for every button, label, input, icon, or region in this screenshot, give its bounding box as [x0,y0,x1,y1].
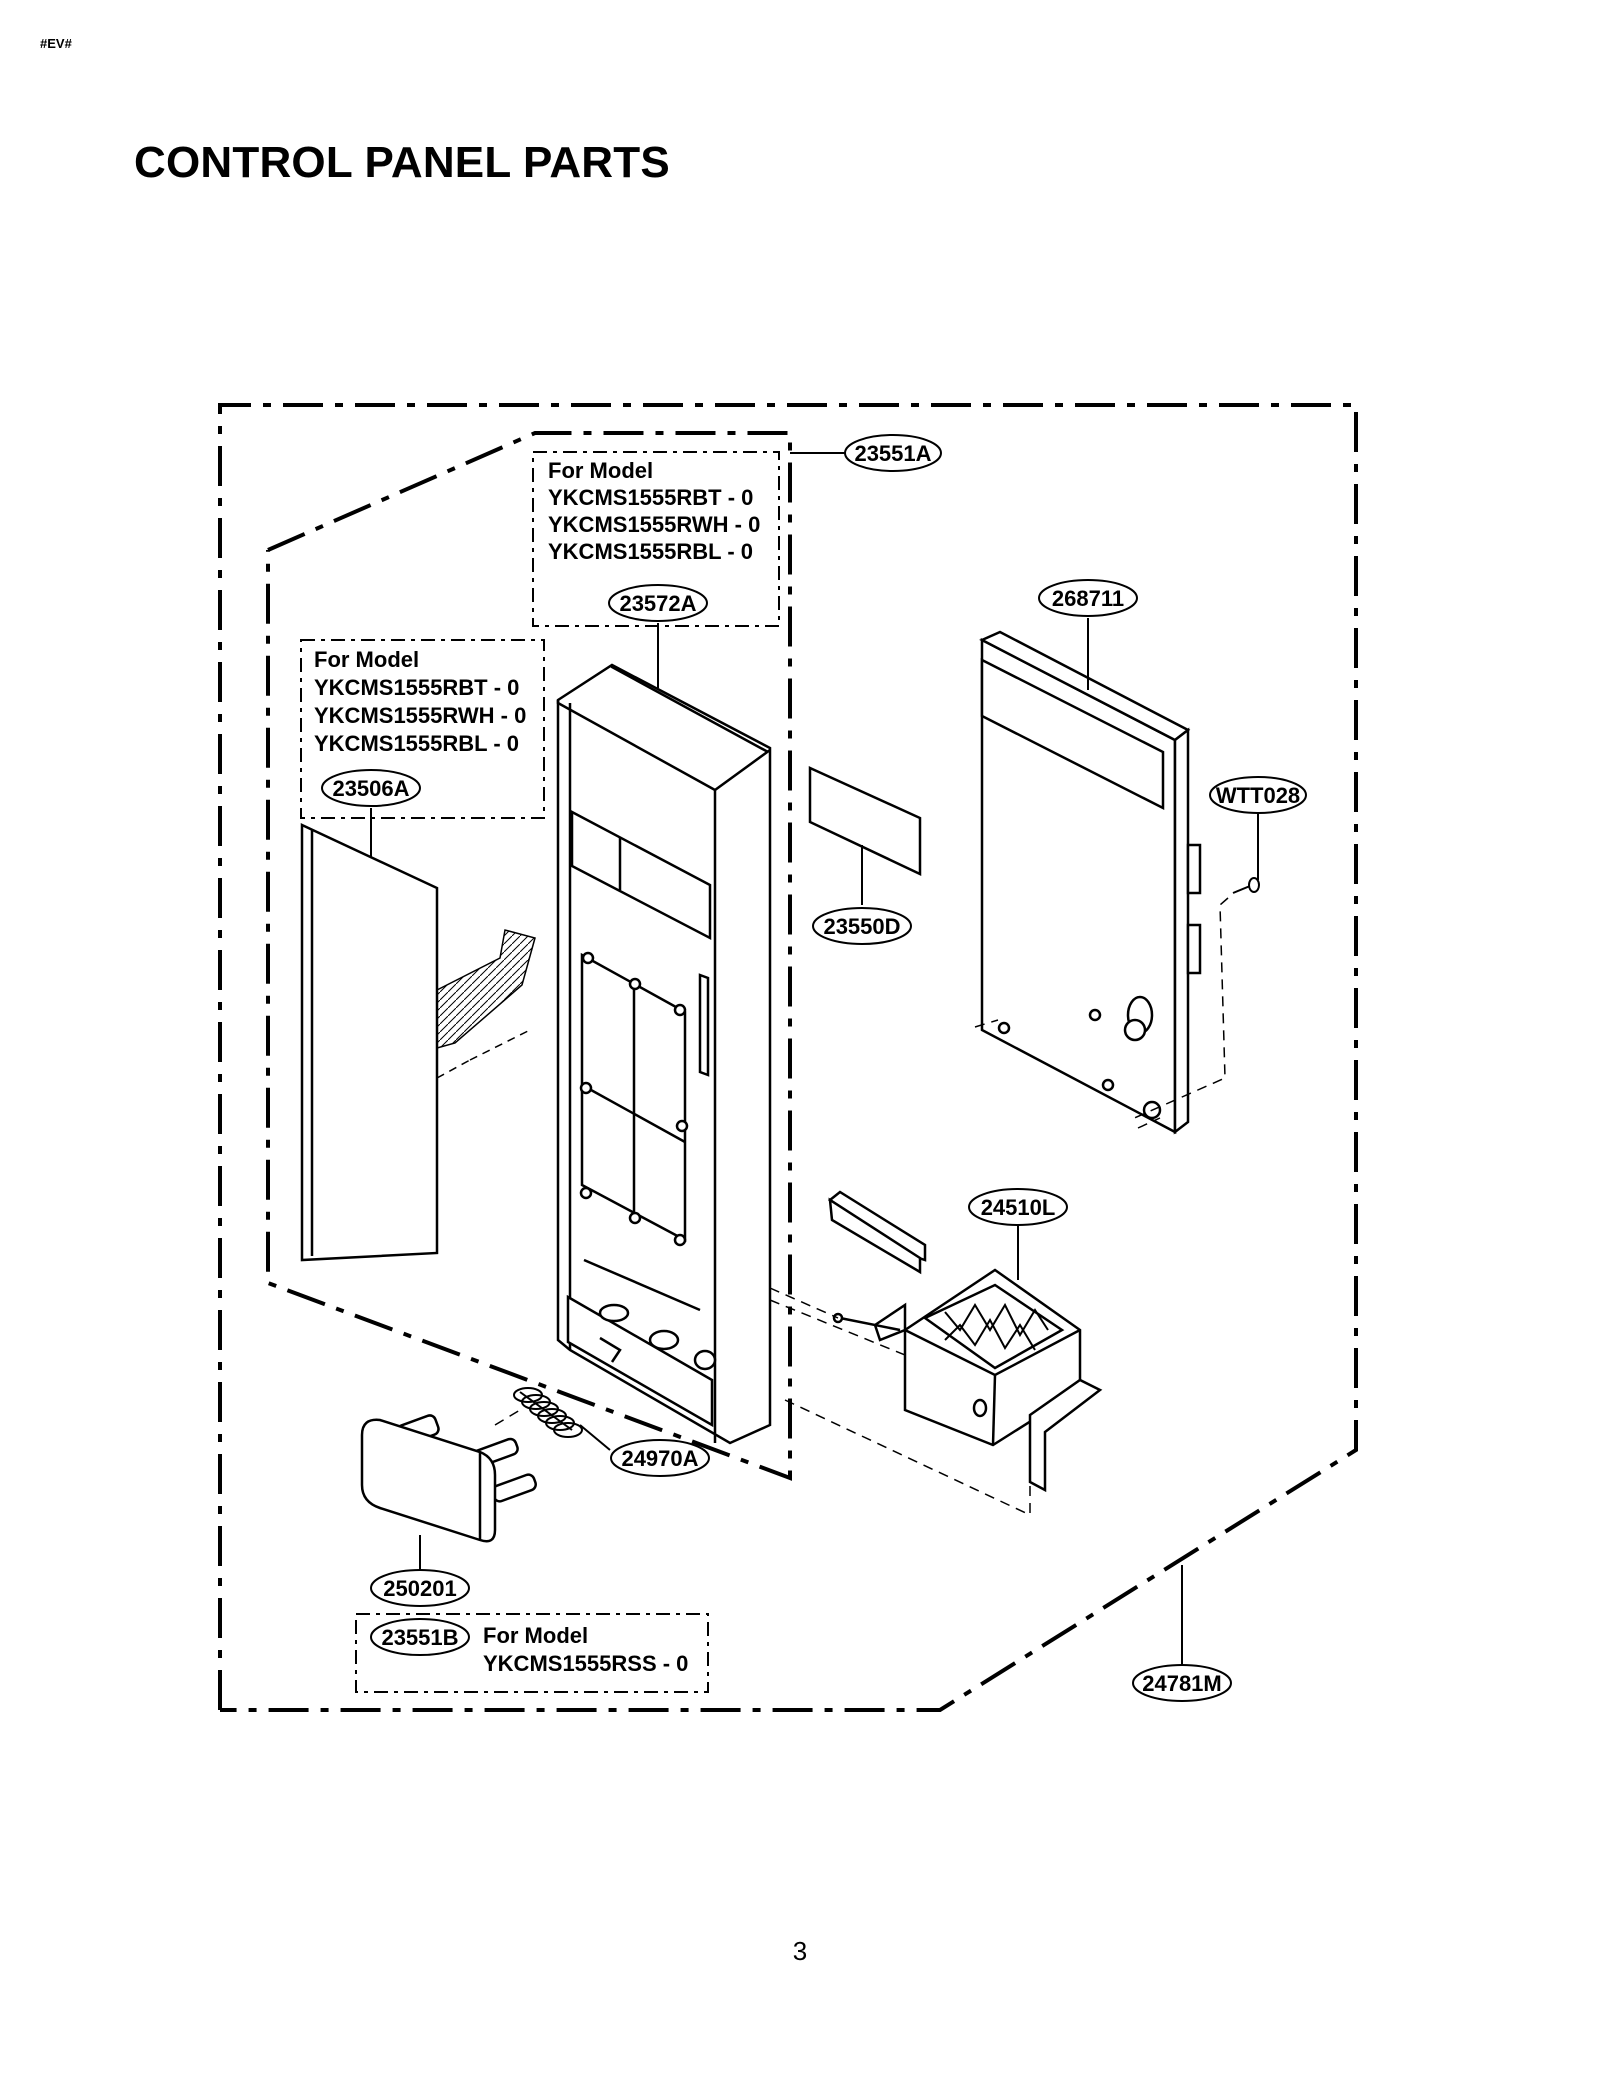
dashed-mount-lines [974,897,1229,1129]
part-23506A-sheet [300,823,439,1262]
corner-tag: #EV# [40,36,72,51]
callout-23506A: 23506A [332,776,409,801]
note-left-heading: For Model [314,647,419,672]
part-268711-pcb [979,630,1202,1135]
page-number: 3 [792,1936,808,1966]
leader-lines [370,452,1259,1670]
callout-23550D: 23550D [823,914,900,939]
callout-23551A: 23551A [854,441,931,466]
part-24510L-latch [827,1190,1103,1493]
note-left-model-3: YKCMS1555RBL - 0 [314,731,519,756]
note-top-heading: For Model [548,458,653,483]
note-top-model-1: YKCMS1555RBT - 0 [548,485,753,510]
panel-assembly-boundary [266,431,792,1481]
part-23550D-plate [808,766,922,876]
callout-23572A: 23572A [619,591,696,616]
assembly-boundary [218,403,1358,1712]
callout-250201: 250201 [383,1576,456,1601]
part-250201-button [360,1414,537,1543]
callout-24781M: 24781M [1142,1671,1222,1696]
screw-wtt028 [1232,877,1260,894]
page-title: CONTROL PANEL PARTS [134,138,670,187]
dashed-spring-line [494,1409,521,1426]
callout-23551B: 23551B [381,1625,458,1650]
callout-ovals [321,434,1307,1702]
dashed-latch-lines [769,1287,1031,1520]
note-top-model-3: YKCMS1555RBL - 0 [548,539,753,564]
part-23572A-front-panel [556,663,772,1445]
callout-24970A: 24970A [621,1446,698,1471]
note-left-model-2: YKCMS1555RWH - 0 [314,703,526,728]
callout-268711: 268711 [1052,586,1124,611]
note-box-left [300,639,545,819]
note-bottom-model-1: YKCMS1555RSS - 0 [483,1651,688,1676]
note-bottom-heading: For Model [483,1623,588,1648]
note-box-bottom [355,1613,709,1693]
note-top-model-2: YKCMS1555RWH - 0 [548,512,760,537]
note-box-top [532,451,780,627]
part-23506A-ribbon-cable [436,929,536,1079]
callout-24510L: 24510L [981,1195,1056,1220]
part-24970A-spring [513,1387,583,1438]
callout-WTT028: WTT028 [1216,783,1300,808]
note-left-model-1: YKCMS1555RBT - 0 [314,675,519,700]
